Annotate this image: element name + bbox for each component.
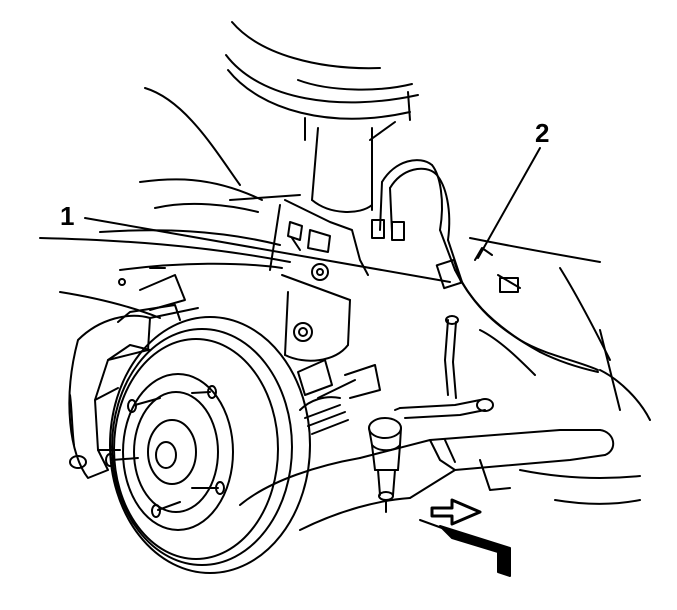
stabilizer-link xyxy=(444,315,459,399)
callout-1-leader xyxy=(84,217,451,283)
lower-control-arm xyxy=(239,429,615,531)
brake-rotor xyxy=(109,316,311,574)
tie-rod xyxy=(394,398,494,419)
cv-axle xyxy=(297,359,381,435)
direction-arrow xyxy=(419,498,511,577)
caliper-bracket xyxy=(118,267,186,311)
callout-1-label: 1 xyxy=(60,201,74,231)
callout-leaders xyxy=(84,147,541,283)
ball-joint xyxy=(368,417,402,513)
brake-lines xyxy=(371,159,599,373)
body-frame xyxy=(39,87,651,505)
callout-2-label: 2 xyxy=(535,118,549,148)
strut-spring xyxy=(225,21,419,141)
wheel-studs xyxy=(105,385,225,518)
strut-body xyxy=(269,127,373,362)
callout-2-leader xyxy=(477,147,541,259)
